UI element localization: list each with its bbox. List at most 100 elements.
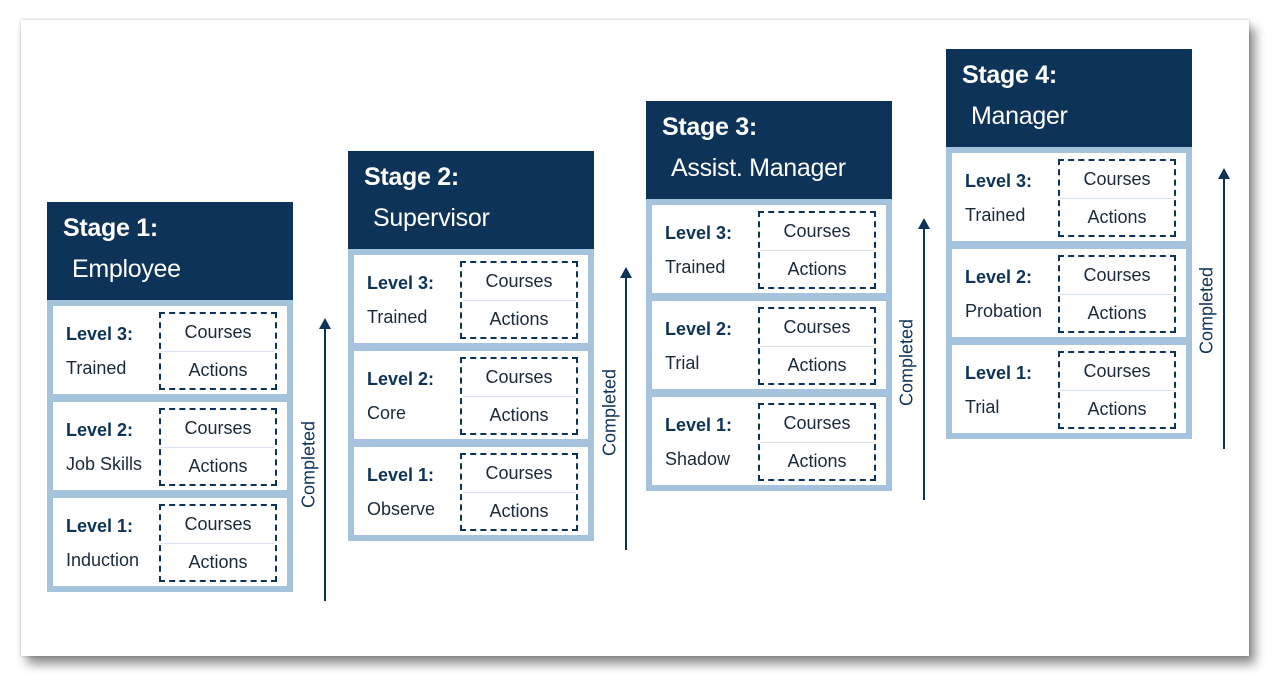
- actions-label: Actions: [489, 405, 549, 425]
- level-row: Level 2: Core Courses Actions: [354, 351, 588, 439]
- progression-arrow: [611, 267, 641, 550]
- courses-label: Courses: [760, 213, 874, 251]
- actions-label: Actions: [188, 456, 248, 476]
- level-name: Level 3:: [665, 223, 733, 243]
- stage-role: Assist. Manager: [671, 154, 846, 182]
- actions-label: Actions: [489, 501, 549, 521]
- level-name: Level 2:: [665, 319, 733, 339]
- progression-arrow: [909, 218, 939, 500]
- level-description: Trained: [66, 358, 127, 378]
- arrow-line: [324, 328, 326, 601]
- stage-role: Manager: [971, 102, 1068, 130]
- stage-header: Stage 4: Manager: [946, 49, 1192, 147]
- actions-label: Actions: [188, 360, 248, 380]
- level-description: Observe: [367, 499, 436, 519]
- level-description: Trained: [367, 307, 428, 327]
- arrow-line: [1223, 178, 1225, 449]
- courses-label: Courses: [1060, 161, 1174, 199]
- actions-label: Actions: [787, 451, 847, 471]
- stage-title: Stage 1:: [63, 214, 158, 242]
- level-row: Level 1: Trial Courses Actions: [952, 345, 1186, 433]
- level-row: Level 1: Induction Courses Actions: [53, 498, 287, 586]
- requirements-box: Courses Actions: [460, 261, 578, 339]
- stage-3: Stage 3: Assist. Manager Level 3: Traine…: [646, 101, 892, 491]
- actions-label: Actions: [1087, 303, 1147, 323]
- requirements-box: Courses Actions: [159, 504, 277, 582]
- level-row: Level 1: Shadow Courses Actions: [652, 397, 886, 485]
- completed-label: Completed: [599, 368, 620, 457]
- level-row: Level 3: Trained Courses Actions: [952, 153, 1186, 241]
- courses-label: Courses: [462, 263, 576, 301]
- courses-label: Courses: [161, 410, 275, 448]
- level-name: Level 1:: [965, 363, 1033, 383]
- level-description: Trained: [665, 257, 726, 277]
- completed-label: Completed: [896, 318, 917, 407]
- actions-label: Actions: [489, 309, 549, 329]
- completed-label: Completed: [1196, 266, 1217, 355]
- level-row: Level 2: Trial Courses Actions: [652, 301, 886, 389]
- courses-label: Courses: [161, 314, 275, 352]
- actions-label: Actions: [188, 552, 248, 572]
- requirements-box: Courses Actions: [159, 408, 277, 486]
- courses-label: Courses: [1060, 257, 1174, 295]
- level-name: Level 1:: [367, 465, 435, 485]
- level-name: Level 2:: [367, 369, 435, 389]
- level-row: Level 3: Trained Courses Actions: [53, 306, 287, 394]
- diagram-card: Stage 1: Employee Level 3: Trained Cours…: [21, 20, 1249, 656]
- stage-header: Stage 1: Employee: [47, 202, 293, 300]
- progression-arrow: [1209, 168, 1239, 449]
- actions-label: Actions: [787, 259, 847, 279]
- level-name: Level 2:: [965, 267, 1033, 287]
- stage-1: Stage 1: Employee Level 3: Trained Cours…: [47, 202, 293, 592]
- stage-title: Stage 3:: [662, 113, 757, 141]
- actions-label: Actions: [1087, 399, 1147, 419]
- stage-title: Stage 4:: [962, 61, 1057, 89]
- level-row: Level 3: Trained Courses Actions: [354, 255, 588, 343]
- actions-label: Actions: [1087, 207, 1147, 227]
- arrow-line: [923, 228, 925, 500]
- courses-label: Courses: [760, 309, 874, 347]
- level-row: Level 2: Job Skills Courses Actions: [53, 402, 287, 490]
- requirements-box: Courses Actions: [159, 312, 277, 390]
- stage-header: Stage 3: Assist. Manager: [646, 101, 892, 199]
- level-description: Trial: [665, 353, 700, 373]
- stage-role: Employee: [72, 255, 181, 283]
- arrow-head-icon: [1218, 168, 1230, 179]
- stage-4: Stage 4: Manager Level 3: Trained Course…: [946, 49, 1192, 439]
- level-name: Level 2:: [66, 420, 134, 440]
- requirements-box: Courses Actions: [758, 307, 876, 385]
- arrow-line: [625, 277, 627, 550]
- level-name: Level 3:: [965, 171, 1033, 191]
- courses-label: Courses: [1060, 353, 1174, 391]
- stage-header: Stage 2: Supervisor: [348, 151, 594, 249]
- stage-2: Stage 2: Supervisor Level 3: Trained Cou…: [348, 151, 594, 541]
- stage-role: Supervisor: [373, 204, 490, 232]
- requirements-box: Courses Actions: [1058, 351, 1176, 429]
- requirements-box: Courses Actions: [1058, 159, 1176, 237]
- level-name: Level 1:: [665, 415, 733, 435]
- requirements-box: Courses Actions: [460, 453, 578, 531]
- arrow-head-icon: [620, 267, 632, 278]
- courses-label: Courses: [462, 455, 576, 493]
- level-row: Level 3: Trained Courses Actions: [652, 205, 886, 293]
- courses-label: Courses: [462, 359, 576, 397]
- courses-label: Courses: [161, 506, 275, 544]
- stage-title: Stage 2:: [364, 163, 459, 191]
- progression-arrow: [310, 318, 340, 601]
- level-description: Core: [367, 403, 407, 423]
- level-description: Probation: [965, 301, 1043, 321]
- level-name: Level 3:: [66, 324, 134, 344]
- level-description: Shadow: [665, 449, 731, 469]
- level-row: Level 1: Observe Courses Actions: [354, 447, 588, 535]
- requirements-box: Courses Actions: [758, 211, 876, 289]
- level-description: Trial: [965, 397, 1000, 417]
- level-description: Job Skills: [66, 454, 143, 474]
- requirements-box: Courses Actions: [1058, 255, 1176, 333]
- courses-label: Courses: [760, 405, 874, 443]
- arrow-head-icon: [918, 218, 930, 229]
- requirements-box: Courses Actions: [758, 403, 876, 481]
- level-description: Induction: [66, 550, 140, 570]
- completed-label: Completed: [298, 420, 319, 509]
- level-name: Level 1:: [66, 516, 134, 536]
- level-name: Level 3:: [367, 273, 435, 293]
